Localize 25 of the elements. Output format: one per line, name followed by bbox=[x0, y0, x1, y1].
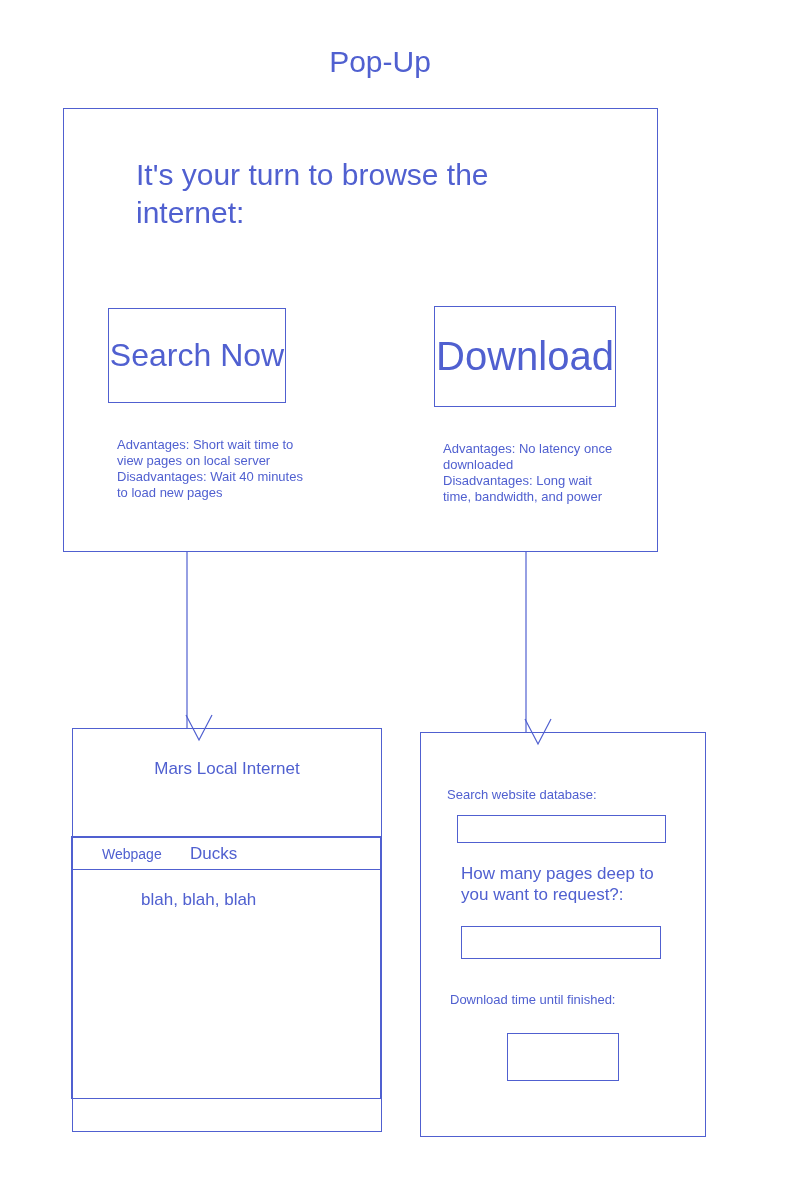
webpage-panel bbox=[71, 836, 381, 1099]
note-text: Advantages: Short wait time to view pages on local server bbox=[117, 437, 295, 470]
field-label: Download time until finished: bbox=[450, 992, 617, 1009]
input-field bbox=[507, 1033, 619, 1081]
download-button: Download bbox=[434, 306, 616, 407]
note-text: Disadvantages: Long wait time, bandwidth, and power bbox=[443, 473, 603, 506]
arrow bbox=[524, 551, 552, 745]
page-text: blah, blah, blah bbox=[141, 889, 258, 911]
title: Pop-Up bbox=[328, 45, 432, 79]
input-field bbox=[461, 926, 661, 959]
search-now-button: Search Now bbox=[108, 308, 286, 403]
tab-label: Webpage bbox=[102, 846, 163, 864]
popup-window bbox=[63, 108, 658, 552]
field-label: Search website database: bbox=[447, 787, 598, 804]
download-form bbox=[420, 732, 706, 1137]
note-text: Advantages: No latency once downloaded bbox=[443, 441, 614, 474]
tab-title: Ducks bbox=[190, 843, 239, 865]
prompt-heading: It's your turn to browse the internet: bbox=[136, 157, 490, 231]
screen-title: Mars Local Internet bbox=[154, 758, 300, 780]
arrow bbox=[185, 551, 213, 741]
question-text: How many pages deep to you want to request?: bbox=[461, 863, 655, 906]
input-field bbox=[457, 815, 666, 843]
note-text: Disadvantages: Wait 40 minutes to load new pages bbox=[117, 469, 304, 502]
tab-bar bbox=[71, 837, 381, 870]
browser-screen bbox=[72, 728, 382, 1132]
